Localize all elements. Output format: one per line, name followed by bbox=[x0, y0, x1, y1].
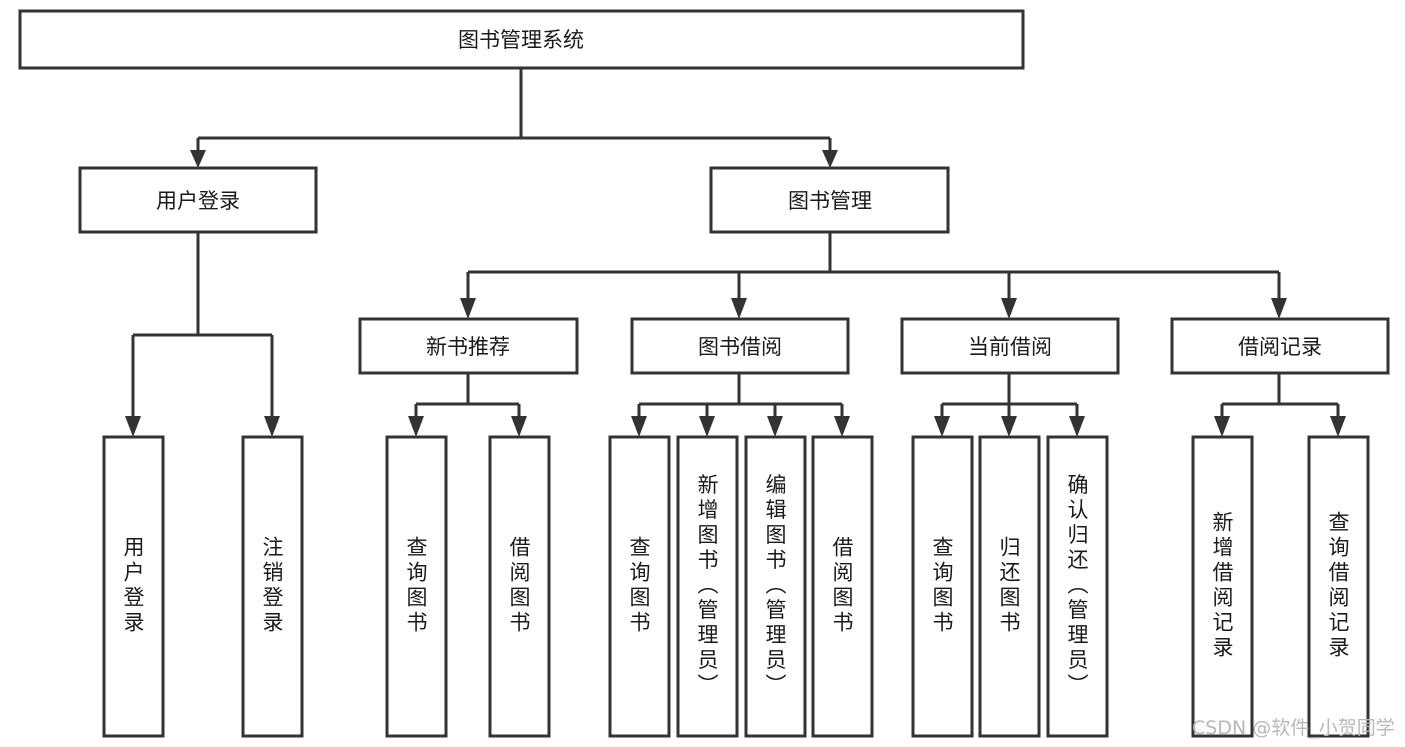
node-borrow-record-label: 借阅记录 bbox=[1238, 335, 1322, 359]
node-leaf-record-add-record[interactable]: 新增借阅记录 bbox=[1191, 435, 1254, 738]
node-leaf-current-return-book[interactable]: 归还图书 bbox=[978, 435, 1041, 738]
arrowhead-newbook-leaf-1 bbox=[408, 416, 424, 437]
arrowhead-book-mgmt bbox=[822, 150, 838, 168]
csdn-watermark: CSDN @软件_小贺同学 bbox=[1192, 717, 1395, 739]
arrowhead-newbook-leaf-2 bbox=[511, 416, 527, 437]
node-leaf-user-login[interactable]: 用户登录 bbox=[102, 435, 165, 738]
node-leaf-user-login-box[interactable] bbox=[102, 435, 165, 738]
node-user-login[interactable]: 用户登录 bbox=[78, 166, 318, 234]
arrowhead-currentborrow-leaf-2 bbox=[1001, 416, 1017, 437]
node-root-label: 图书管理系统 bbox=[458, 28, 584, 52]
node-leaf-current-confirm-return-box[interactable] bbox=[1046, 435, 1109, 738]
node-book-management-box[interactable] bbox=[709, 166, 950, 234]
node-leaf-newbook-query-book[interactable]: 查询图书 bbox=[385, 435, 448, 738]
node-leaf-logout[interactable]: 注销登录 bbox=[241, 435, 304, 738]
arrowhead-book-borrow bbox=[731, 298, 747, 319]
node-user-login-label: 用户登录 bbox=[156, 189, 240, 213]
node-leaf-record-query-record-label: 查询借阅记录 bbox=[1326, 511, 1350, 661]
node-borrow-record-box[interactable] bbox=[1170, 317, 1390, 375]
arrowhead-leaf-logout bbox=[264, 416, 280, 437]
node-current-borrow-box[interactable] bbox=[900, 317, 1120, 375]
node-leaf-borrow-borrow-book-label: 借阅图书 bbox=[830, 536, 854, 636]
node-leaf-borrow-query-book-box[interactable] bbox=[608, 435, 671, 738]
node-leaf-borrow-query-book[interactable]: 查询图书 bbox=[608, 435, 671, 738]
arrowhead-bookborrow-leaf-3 bbox=[767, 416, 783, 437]
arrowhead-bookborrow-leaf-4 bbox=[834, 416, 850, 437]
arrowhead-user-login bbox=[190, 150, 206, 168]
node-leaf-borrow-add-book-label: 新增图书（管理员） bbox=[695, 474, 719, 699]
node-leaf-newbook-query-book-label: 查询图书 bbox=[404, 536, 428, 636]
node-leaf-borrow-edit-book[interactable]: 编辑图书（管理员） bbox=[744, 435, 807, 738]
node-book-borrow-label: 图书借阅 bbox=[698, 335, 782, 359]
arrowhead-bookborrow-leaf-2 bbox=[699, 416, 715, 437]
node-leaf-record-add-record-box[interactable] bbox=[1191, 435, 1254, 738]
arrowhead-borrowrecord-leaf-1 bbox=[1214, 416, 1230, 437]
node-root-book-management-system[interactable]: 图书管理系统 bbox=[18, 9, 1025, 70]
node-leaf-current-query-book-label: 查询图书 bbox=[930, 536, 954, 636]
node-leaf-borrow-edit-book-label: 编辑图书（管理员） bbox=[763, 474, 787, 699]
arrowhead-borrow-record bbox=[1271, 298, 1287, 319]
arrowhead-current-borrow bbox=[1001, 298, 1017, 319]
node-leaf-borrow-borrow-book[interactable]: 借阅图书 bbox=[811, 435, 874, 738]
node-book-management-label: 图书管理 bbox=[788, 189, 872, 213]
node-leaf-borrow-add-book-box[interactable] bbox=[676, 435, 739, 738]
node-leaf-record-query-record[interactable]: 查询借阅记录 bbox=[1307, 435, 1370, 738]
node-leaf-logout-label: 注销登录 bbox=[260, 536, 284, 636]
node-leaf-current-return-book-label: 归还图书 bbox=[997, 536, 1021, 636]
node-current-borrow-label: 当前借阅 bbox=[968, 335, 1052, 359]
node-leaf-user-login-label: 用户登录 bbox=[121, 536, 145, 636]
node-root-box[interactable] bbox=[18, 9, 1025, 70]
node-user-login-box[interactable] bbox=[78, 166, 318, 234]
node-leaf-newbook-borrow-book-box[interactable] bbox=[488, 435, 551, 738]
node-leaf-borrow-add-book[interactable]: 新增图书（管理员） bbox=[676, 435, 739, 738]
node-book-management[interactable]: 图书管理 bbox=[709, 166, 950, 234]
node-new-book-recommend[interactable]: 新书推荐 bbox=[358, 317, 579, 375]
node-book-borrow[interactable]: 图书借阅 bbox=[630, 317, 850, 375]
node-leaf-current-confirm-return[interactable]: 确认归还（管理员） bbox=[1046, 435, 1109, 738]
arrowhead-currentborrow-leaf-1 bbox=[934, 416, 950, 437]
node-book-borrow-box[interactable] bbox=[630, 317, 850, 375]
node-borrow-record[interactable]: 借阅记录 bbox=[1170, 317, 1390, 375]
node-leaf-borrow-query-book-label: 查询图书 bbox=[627, 536, 651, 636]
arrowhead-bookborrow-leaf-1 bbox=[631, 416, 647, 437]
node-new-book-recommend-label: 新书推荐 bbox=[426, 335, 510, 359]
node-leaf-current-query-book-box[interactable] bbox=[911, 435, 974, 738]
node-leaf-borrow-borrow-book-box[interactable] bbox=[811, 435, 874, 738]
node-leaf-current-return-book-box[interactable] bbox=[978, 435, 1041, 738]
node-leaf-record-query-record-box[interactable] bbox=[1307, 435, 1370, 738]
arrowhead-borrowrecord-leaf-2 bbox=[1330, 416, 1346, 437]
edges-layer bbox=[125, 68, 1346, 437]
node-leaf-newbook-query-book-box[interactable] bbox=[385, 435, 448, 738]
arrowhead-leaf-user-login bbox=[125, 416, 141, 437]
node-new-book-recommend-box[interactable] bbox=[358, 317, 579, 375]
node-leaf-newbook-borrow-book-label: 借阅图书 bbox=[507, 536, 531, 636]
node-leaf-current-query-book[interactable]: 查询图书 bbox=[911, 435, 974, 738]
node-leaf-current-confirm-return-label: 确认归还（管理员） bbox=[1065, 474, 1089, 699]
arrowhead-new-book bbox=[460, 298, 476, 319]
node-leaf-newbook-borrow-book[interactable]: 借阅图书 bbox=[488, 435, 551, 738]
node-leaf-borrow-edit-book-box[interactable] bbox=[744, 435, 807, 738]
node-leaf-record-add-record-label: 新增借阅记录 bbox=[1210, 511, 1234, 661]
arrowhead-currentborrow-leaf-3 bbox=[1069, 416, 1085, 437]
node-current-borrow[interactable]: 当前借阅 bbox=[900, 317, 1120, 375]
node-leaf-logout-box[interactable] bbox=[241, 435, 304, 738]
